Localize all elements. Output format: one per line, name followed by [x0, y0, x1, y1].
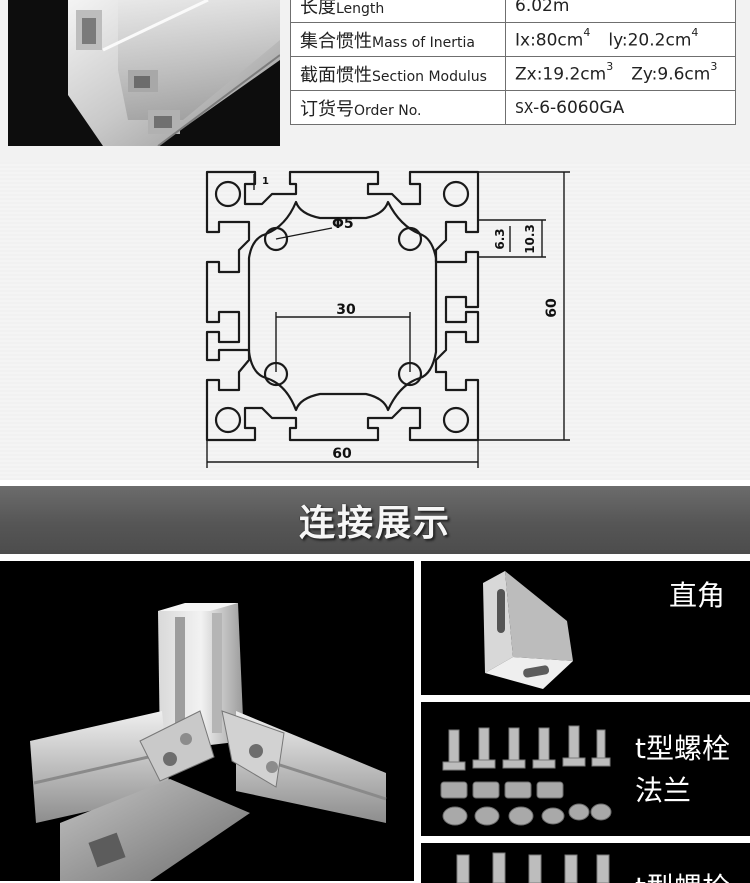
- exponent: 4: [691, 25, 699, 39]
- label-zh: 订货号: [300, 98, 354, 120]
- value-ix: Ix:80cm: [515, 30, 584, 51]
- t-bolt-icon: [456, 852, 610, 883]
- dim-slot-width-label: 6.3: [493, 228, 507, 249]
- spec-table: 长度Length 6.02m 集合惯性Mass of Inertia Ix:80…: [290, 0, 736, 125]
- table-row: 长度Length 6.02m: [290, 0, 736, 23]
- dim-width-label: 60: [332, 446, 352, 462]
- dim-hole-label: Φ5: [332, 216, 354, 232]
- profile-assembly-image: [30, 603, 387, 881]
- dim-corner-label: 1: [262, 176, 269, 187]
- t-bolt-nut-icon: [440, 725, 612, 826]
- panel-right-angle: 直角: [421, 561, 750, 695]
- panel-label: 直角: [669, 579, 726, 612]
- spec-label: 集合惯性Mass of Inertia: [290, 22, 506, 57]
- order-prefix: SX: [515, 98, 534, 117]
- order-number: -6-6060GA: [533, 97, 625, 118]
- label-zh: 截面惯性: [300, 64, 372, 86]
- dim-height-label: 60: [544, 298, 560, 318]
- spec-value: SX-6-6060GA: [505, 90, 736, 125]
- label-zh: 长度: [300, 0, 336, 18]
- panel-label-line2: 法兰: [635, 774, 692, 807]
- label-en: Section Modulus: [372, 68, 487, 85]
- value-zx: Zx:19.2cm: [515, 64, 607, 85]
- value-iy: ly:20.2cm: [608, 30, 692, 51]
- assembly-photo: [0, 561, 414, 881]
- panel-t-bolt-flange: t型螺栓 法兰: [421, 702, 750, 836]
- section-banner: 连接展示: [0, 486, 750, 554]
- spec-label: 截面惯性Section Modulus: [290, 56, 506, 91]
- label-en: Mass of Inertia: [372, 34, 475, 51]
- aluminum-profile-image: [68, 0, 280, 146]
- dim-inner-label: 30: [336, 302, 356, 318]
- profile-photo: [8, 0, 280, 146]
- profile-cross-section-icon: 60 30 Φ5 60 10.3 6.3 1: [205, 170, 570, 468]
- label-en: Length: [336, 0, 385, 17]
- value-zy: Zy:9.6cm: [631, 64, 711, 85]
- label-zh: 集合惯性: [300, 30, 372, 52]
- panel-t-bolt: t型螺栓: [421, 843, 750, 883]
- cross-section-drawing: 60 30 Φ5 60 10.3 6.3 1: [0, 162, 750, 480]
- spec-value: 6.02m: [505, 0, 736, 23]
- banner-title: 连接展示: [298, 503, 451, 544]
- angle-bracket-icon: [483, 571, 573, 689]
- panel-label-line1: t型螺栓: [635, 732, 730, 765]
- table-row: 订货号Order No. SX-6-6060GA: [290, 90, 736, 125]
- spec-label: 订货号Order No.: [290, 90, 506, 125]
- exponent: 3: [710, 59, 718, 73]
- dim-slot-depth-label: 10.3: [523, 224, 537, 254]
- panel-label-line1: t型螺栓: [635, 867, 730, 883]
- label-en: Order No.: [354, 102, 422, 119]
- exponent: 4: [583, 25, 591, 39]
- spec-label: 长度Length: [290, 0, 506, 23]
- exponent: 3: [606, 59, 614, 73]
- spec-section: 长度Length 6.02m 集合惯性Mass of Inertia Ix:80…: [0, 0, 750, 162]
